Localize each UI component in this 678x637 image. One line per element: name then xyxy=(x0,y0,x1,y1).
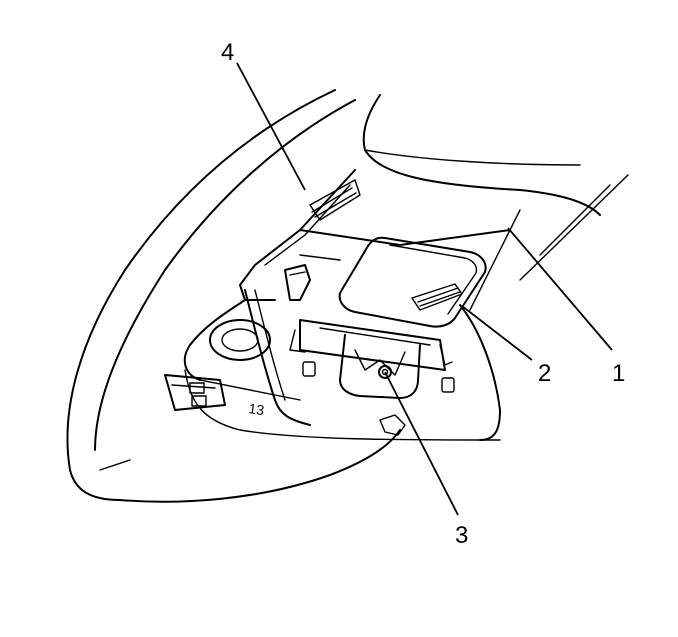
wire-harness xyxy=(244,289,311,426)
headliner-outline xyxy=(66,89,629,503)
mounting-bracket xyxy=(289,319,455,436)
leader-lines xyxy=(236,62,613,516)
leader-line-4 xyxy=(236,62,306,191)
retaining-clip-left xyxy=(284,254,341,301)
lamp-housing xyxy=(338,236,487,328)
callout-label-1: 1 xyxy=(612,360,625,387)
callout-label-4: 4 xyxy=(221,39,234,66)
panel-button-text: 13 xyxy=(248,400,266,418)
callout-labels: 4 1 2 3 xyxy=(221,39,625,549)
leader-line-1 xyxy=(507,227,613,351)
console-opening xyxy=(309,179,361,221)
console-bezel xyxy=(183,169,521,441)
leader-line-3 xyxy=(384,371,459,516)
callout-label-3: 3 xyxy=(455,522,468,549)
switch-panel: 13 xyxy=(164,374,266,418)
callout-label-2: 2 xyxy=(538,360,551,387)
leader-line-2 xyxy=(461,305,533,361)
